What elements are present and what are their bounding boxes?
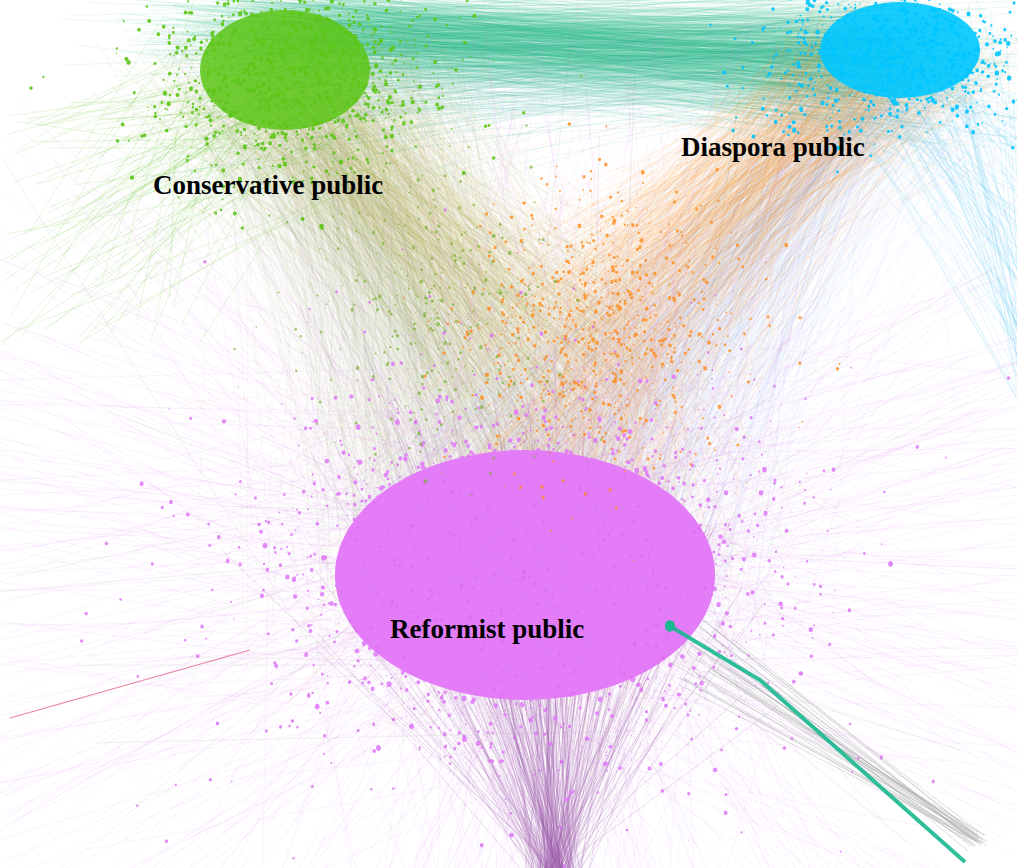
teal-edge (668, 625, 965, 862)
hub-node (665, 620, 675, 631)
leak-edges (10, 650, 250, 718)
node-dots (233, 75, 602, 496)
node-dots (80, 208, 1010, 868)
fan-edges (221, 344, 778, 868)
grey-edges (669, 608, 987, 851)
cluster-label: Diaspora public (681, 134, 865, 161)
node-dots (404, 122, 841, 562)
leak-edges (2, 0, 462, 345)
cluster-body (820, 2, 980, 98)
node-dots (29, 0, 525, 230)
cluster-label: Conservative public (153, 172, 383, 199)
cluster-label: Reformist public (390, 616, 584, 643)
